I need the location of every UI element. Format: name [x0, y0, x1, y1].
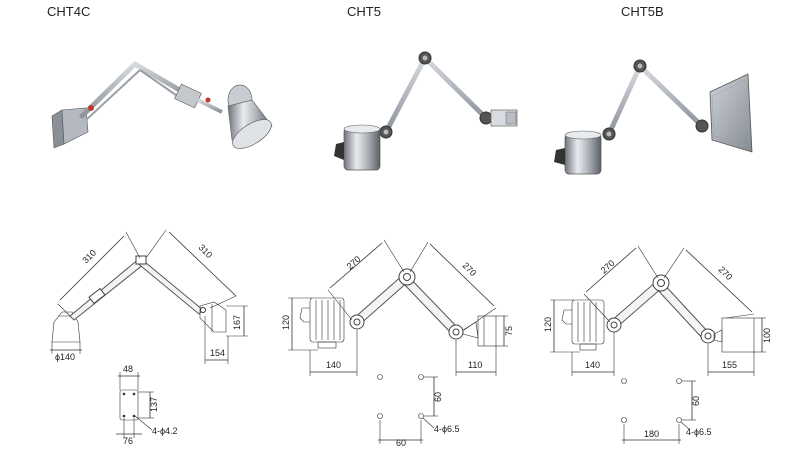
cht4c-photo [51, 61, 273, 149]
cht4c-diameter-dim: ϕ140 [55, 352, 75, 362]
cht5b-hole-h-dim: 180 [644, 429, 659, 439]
cht4c-arm1-dim: 310 [80, 248, 98, 266]
title-cht4c: CHT4C [47, 4, 91, 19]
title-cht5b: CHT5B [621, 4, 664, 19]
cht5-photo [334, 51, 518, 171]
cht5-arm2-dim: 270 [461, 260, 479, 278]
cht4c-arm2-dim: 310 [197, 242, 215, 260]
cht5b-depth-dim: 155 [722, 360, 737, 370]
title-cht5: CHT5 [347, 4, 381, 19]
cht5-hole-h-dim: 60 [396, 438, 406, 448]
cht5b-head-width-dim: 140 [585, 360, 600, 370]
cht5-arm1-dim: 270 [345, 254, 363, 271]
cht5-holes-dim: 4-ϕ6.5 [434, 424, 460, 434]
cht5b-holes-dim: 4-ϕ6.5 [686, 427, 712, 437]
cht5-hole-v-dim: 60 [433, 392, 443, 402]
cht5b-right-height-dim: 100 [762, 328, 772, 343]
cht4c-base-height-dim: 137 [149, 397, 159, 412]
cht4c-height-dim: 167 [232, 315, 242, 330]
cht4c-base-width-dim: 48 [123, 364, 133, 374]
cht5-drawing: 270 270 120 140 110 75 60 [281, 239, 514, 448]
cht5-right-height-dim: 75 [504, 326, 514, 336]
cht5b-height-dim: 120 [543, 317, 553, 332]
cht5-head-width-dim: 140 [326, 360, 341, 370]
cht4c-drawing: 310 310 167 154 ϕ140 48 137 [50, 229, 248, 446]
cht5-depth-dim: 110 [468, 360, 482, 370]
cht5b-photo [554, 59, 753, 175]
cht4c-base-spacing-dim: 76 [123, 436, 133, 446]
cht5b-arm2-dim: 270 [717, 264, 735, 282]
cht5b-hole-v-dim: 60 [691, 396, 701, 406]
cht4c-depth-dim: 154 [210, 348, 225, 358]
cht5b-arm1-dim: 270 [599, 258, 617, 275]
cht4c-holes-dim: 4-ϕ4.2 [152, 426, 178, 436]
cht5b-drawing: 270 270 120 140 155 100 60 [543, 245, 772, 444]
cht5-height-dim: 120 [281, 315, 291, 330]
